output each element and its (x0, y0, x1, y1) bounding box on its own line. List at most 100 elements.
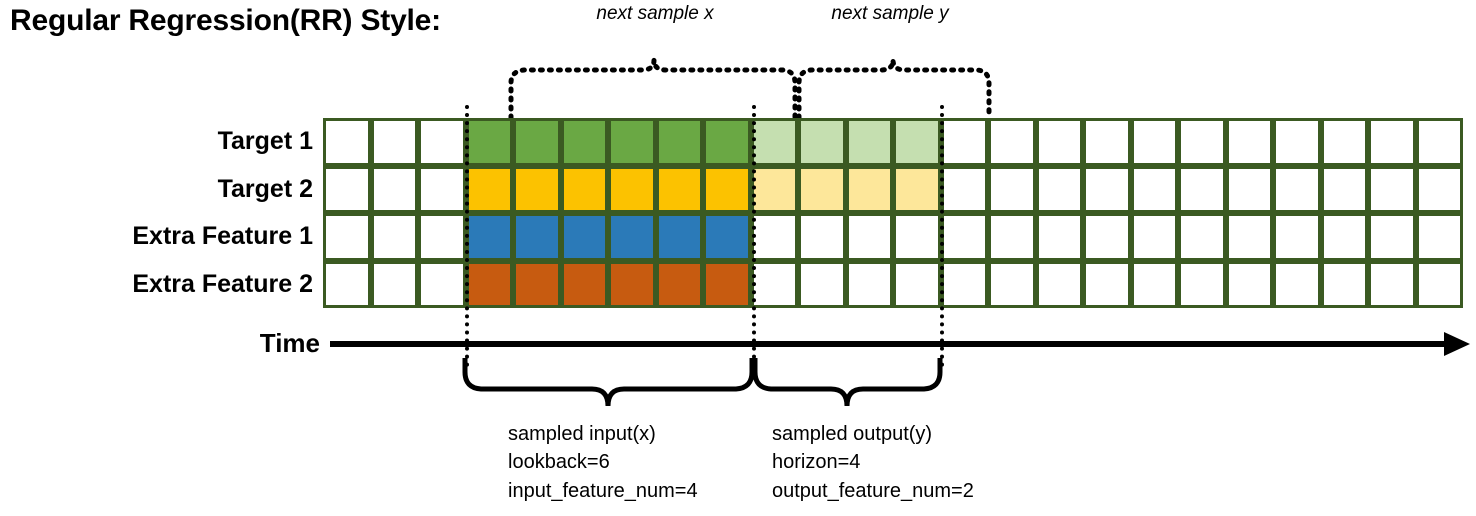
caption-sampled-output: sampled output(y) horizon=4 output_featu… (772, 420, 974, 505)
grid-row (323, 261, 1463, 309)
grid-cell (1228, 216, 1270, 258)
grid-cell (421, 263, 463, 305)
grid-cell (1371, 168, 1413, 210)
grid-cell (658, 168, 700, 210)
time-axis-label: Time (259, 328, 320, 358)
grid-cell (421, 168, 463, 210)
annotation-next-sample-y: next sample y (831, 3, 949, 24)
grid-cell (1276, 263, 1318, 305)
grid-cell (753, 168, 795, 210)
grid-cell (1181, 121, 1223, 163)
grid-cell (706, 216, 748, 258)
row-label-target-1: Target 1 (217, 127, 313, 156)
grid-cell (1038, 168, 1080, 210)
grid-cell (468, 168, 510, 210)
grid-row (323, 166, 1463, 214)
grid-cell (1371, 121, 1413, 163)
grid-cell (1038, 263, 1080, 305)
grid-cell (563, 121, 605, 163)
grid-cell (1323, 263, 1365, 305)
grid-cell (658, 263, 700, 305)
row-label-column: Target 1 Target 2 Extra Feature 1 Extra … (0, 118, 323, 308)
row-label-extra-feature-2: Extra Feature 2 (132, 269, 313, 298)
grid-cell (516, 121, 558, 163)
grid-cell (1181, 216, 1223, 258)
grid-cell (1418, 263, 1460, 305)
grid-row (323, 118, 1463, 166)
grid-cell (848, 168, 890, 210)
grid-cell (1276, 121, 1318, 163)
grid-row (323, 213, 1463, 261)
grid-cell (1086, 121, 1128, 163)
grid-cell (943, 168, 985, 210)
grid-cell (896, 121, 938, 163)
grid-cell (421, 121, 463, 163)
grid-cell (1038, 216, 1080, 258)
row-label-extra-feature-1: Extra Feature 1 (132, 222, 313, 251)
caption-input-line-3: input_feature_num=4 (508, 479, 698, 502)
grid-cell (658, 216, 700, 258)
grid-cell (326, 121, 368, 163)
top-dotted-braces (508, 59, 992, 121)
grid-cell (468, 216, 510, 258)
annotation-next-sample-x: next sample x (596, 3, 714, 24)
grid-cell (1228, 168, 1270, 210)
grid-cell (1086, 263, 1128, 305)
row-label-target-2: Target 2 (217, 174, 313, 203)
grid-cell (1371, 263, 1413, 305)
grid-cell (421, 216, 463, 258)
grid-cell (801, 121, 843, 163)
grid-cell (753, 263, 795, 305)
bottom-braces (462, 358, 943, 407)
grid-cell (373, 216, 415, 258)
grid-cell (326, 168, 368, 210)
grid-cell (1371, 216, 1413, 258)
grid-cell (468, 263, 510, 305)
grid-cell (1133, 121, 1175, 163)
grid-cell (1133, 216, 1175, 258)
grid-cell (468, 121, 510, 163)
grid-cell (611, 121, 653, 163)
grid-cell (1181, 168, 1223, 210)
time-axis-arrow (330, 332, 1470, 356)
caption-sampled-input: sampled input(x) lookback=6 input_featur… (508, 420, 698, 505)
grid-cell (753, 121, 795, 163)
grid-cell (848, 263, 890, 305)
grid-cell (1323, 121, 1365, 163)
grid-cell (1181, 263, 1223, 305)
grid-cell (1086, 216, 1128, 258)
grid-cell (896, 216, 938, 258)
grid-cell (611, 168, 653, 210)
grid-cell (373, 168, 415, 210)
grid-cell (1276, 216, 1318, 258)
grid-cell (1276, 168, 1318, 210)
grid-cell (1418, 216, 1460, 258)
grid-cell (801, 216, 843, 258)
grid-cell (1133, 263, 1175, 305)
grid-cell (516, 168, 558, 210)
grid-cell (1418, 121, 1460, 163)
grid-cell (991, 216, 1033, 258)
caption-input-line-1: sampled input(x) (508, 423, 656, 445)
grid-cell (611, 216, 653, 258)
grid-cell (326, 216, 368, 258)
timeline-grid (323, 118, 1463, 308)
grid-cell (1228, 263, 1270, 305)
grid-cell (326, 263, 368, 305)
caption-output-line-1: sampled output(y) (772, 423, 933, 445)
grid-cell (658, 121, 700, 163)
divider-input-end (752, 105, 756, 367)
grid-cell (1323, 168, 1365, 210)
grid-cell (896, 263, 938, 305)
caption-input-line-2: lookback=6 (508, 451, 610, 474)
grid-cell (373, 121, 415, 163)
grid-cell (991, 263, 1033, 305)
grid-cell (1133, 168, 1175, 210)
grid-cell (896, 168, 938, 210)
grid-cell (848, 216, 890, 258)
grid-cell (801, 263, 843, 305)
grid-cell (706, 121, 748, 163)
grid-cell (991, 168, 1033, 210)
grid-cell (1323, 216, 1365, 258)
grid-cell (801, 168, 843, 210)
